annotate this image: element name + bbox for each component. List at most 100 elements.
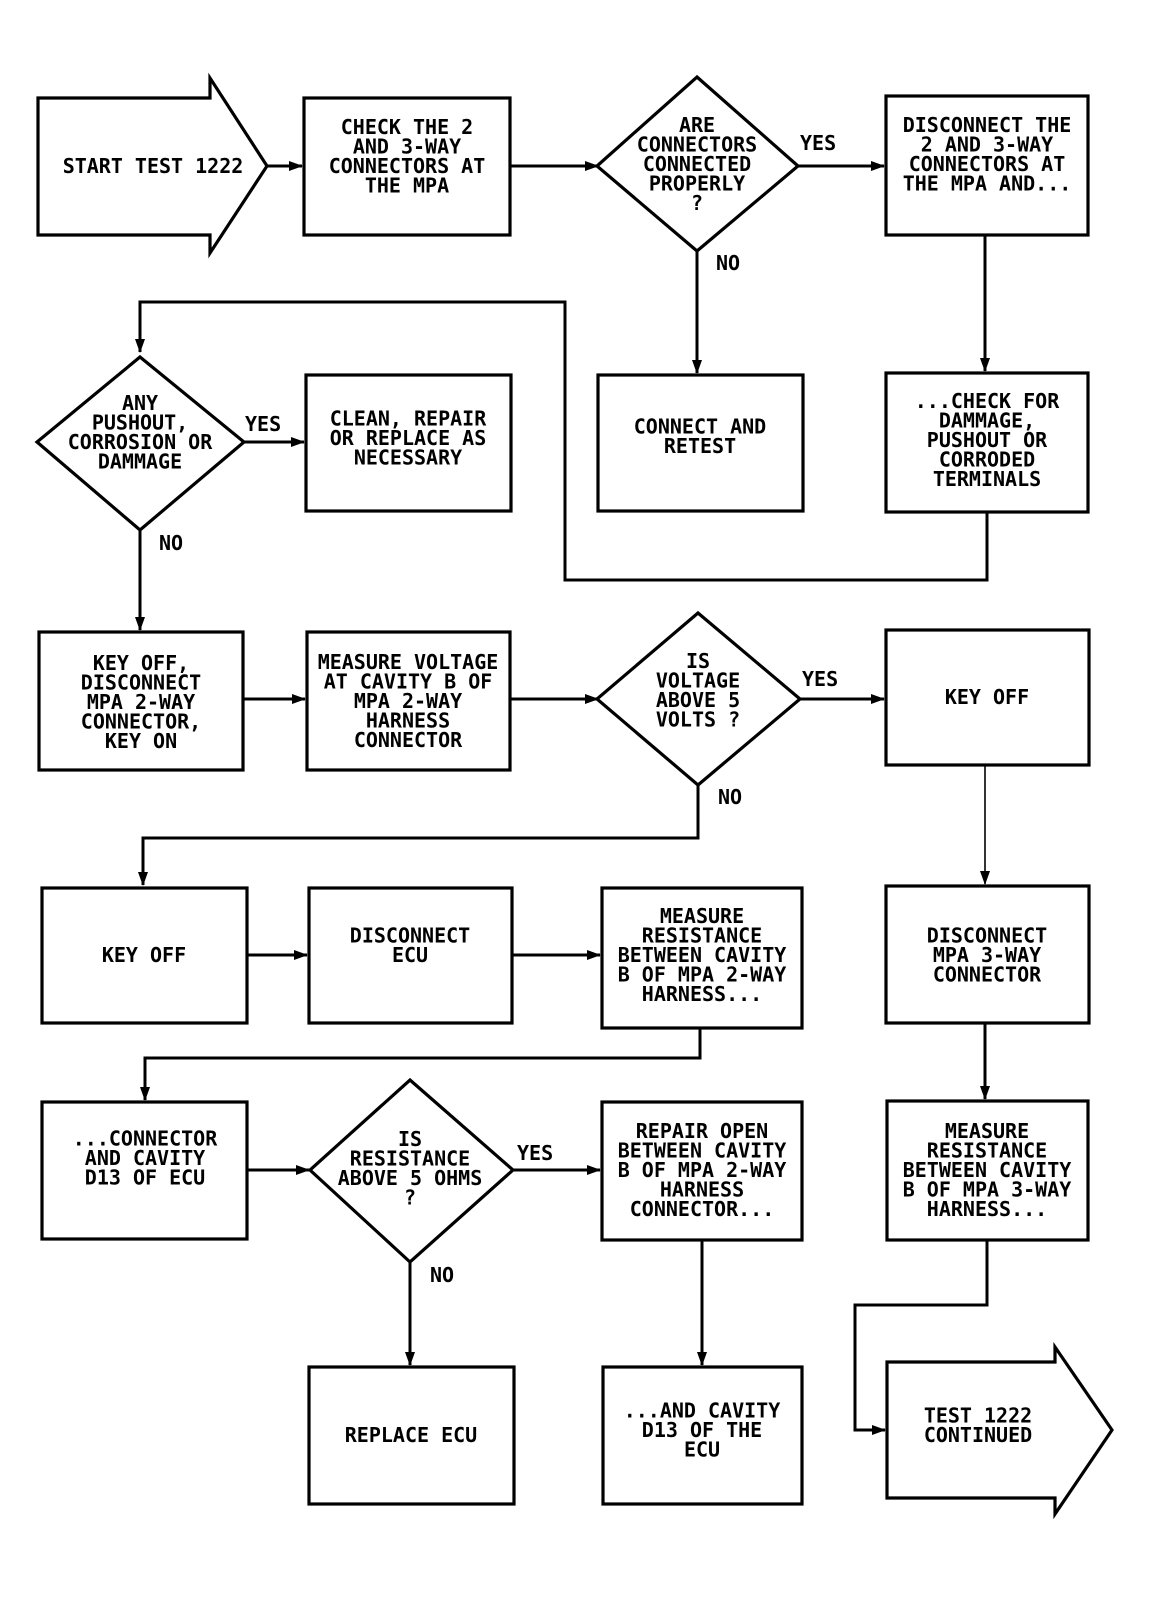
label-damage-no: NO (159, 531, 183, 555)
label-line: CHECK THE 2 (341, 115, 473, 139)
label-line: MEASURE VOLTAGE (318, 650, 499, 674)
label-line: ...CONNECTOR (73, 1127, 218, 1151)
box-disconnect-ecu (307, 886, 514, 1025)
label-line: VOLTAGE (656, 668, 740, 692)
label-line: ECU (392, 943, 428, 967)
label-line: ...AND CAVITY (624, 1399, 781, 1423)
label-line: START TEST 1222 (63, 154, 244, 178)
label-line: OR REPLACE AS (330, 426, 487, 450)
label-line: MPA 2-WAY (354, 689, 462, 713)
label-line: CORRODED (939, 448, 1035, 472)
start-terminator (36, 72, 269, 259)
label-line: CONNECTORS AT (329, 154, 486, 178)
label-line: IS (686, 649, 710, 673)
label-line: PROPERLY (649, 172, 745, 196)
label-line: REPLACE ECU (345, 1423, 477, 1447)
label-line: CONNECTORS (637, 133, 757, 157)
label-line: ECU (684, 1438, 720, 1462)
label-line: DAMMAGE, (939, 409, 1035, 433)
box-key-off-right (884, 628, 1091, 767)
label-voltage-yes: YES (802, 667, 838, 691)
start-label: START TEST 1222 (63, 154, 244, 178)
label-line: KEY ON (105, 729, 177, 753)
label-resistance-yes: YES (517, 1141, 553, 1165)
label-line: THE MPA AND... (903, 171, 1072, 195)
label-line: MPA 3-WAY (933, 943, 1041, 967)
label-line: RESISTANCE (350, 1146, 470, 1170)
diamond-q-connected (594, 74, 801, 254)
label-line: DISCONNECT (927, 924, 1047, 948)
label-line: KEY OFF, (93, 651, 189, 675)
label-line: ANY (122, 391, 158, 415)
box-connect-retest (596, 373, 805, 513)
label-line: TEST 1222 (924, 1403, 1032, 1427)
label-line: HARNESS... (927, 1197, 1047, 1221)
label-line: PUSHOUT, (92, 410, 188, 434)
label-line: HARNESS (366, 709, 450, 733)
label-line: VOLTS ? (656, 707, 740, 731)
box-disconnect-connectors (884, 94, 1090, 237)
label-line: MEASURE (660, 904, 744, 928)
label-line: B OF MPA 2-WAY (618, 1158, 787, 1182)
label-line: NECESSARY (354, 446, 462, 470)
label-line: DISCONNECT THE (903, 113, 1072, 137)
label-line: 2 AND 3-WAY (921, 132, 1053, 156)
loop-check-damage-to-q-damage (135, 300, 989, 582)
label-line: RESISTANCE (642, 924, 762, 948)
box-key-off-disconnect (37, 630, 245, 772)
label-line: D13 OF ECU (85, 1166, 205, 1190)
label-line: D13 OF THE (642, 1418, 762, 1442)
label-line: PUSHOUT OR (927, 428, 1048, 452)
box-measure-resistance-2way (600, 886, 804, 1030)
label-line: ...CHECK FOR (915, 389, 1060, 413)
label-line: DISCONNECT (81, 671, 201, 695)
label-line: CONNECTOR, (81, 710, 201, 734)
label-line: MEASURE (945, 1119, 1029, 1143)
label-line: THE MPA (365, 173, 449, 197)
arrow-measure-resistance-to-connector-d13 (140, 1028, 702, 1101)
diamond-q-damage (34, 354, 247, 533)
key-off-right-label: KEY OFF (945, 685, 1029, 709)
box-connector-d13 (40, 1100, 249, 1241)
box-key-off-left (40, 886, 249, 1025)
diamond-q-resistance (307, 1077, 516, 1265)
label-line: RESISTANCE (927, 1139, 1047, 1163)
label-line: KEY OFF (945, 685, 1029, 709)
label-line: AND 3-WAY (353, 134, 461, 158)
label-line: HARNESS... (642, 982, 762, 1006)
label-line: CONTINUED (924, 1423, 1032, 1447)
label-line: B OF MPA 3-WAY (903, 1178, 1072, 1202)
key-off-left-label: KEY OFF (102, 943, 186, 967)
label-voltage-no: NO (718, 785, 742, 809)
label-line: CORROSION OR (68, 430, 213, 454)
box-measure-resistance-3way (885, 1099, 1090, 1242)
label-line: CLEAN, REPAIR (330, 407, 487, 431)
label-line: CONNECTOR (933, 963, 1042, 987)
label-line: AND CAVITY (85, 1146, 205, 1170)
end-terminator (885, 1341, 1114, 1520)
box-check-connectors (302, 96, 512, 237)
label-line: KEY OFF (102, 943, 186, 967)
label-line: BETWEEN CAVITY (903, 1158, 1072, 1182)
label-line: CONNECTORS AT (909, 152, 1066, 176)
box-check-damage (884, 371, 1090, 514)
label-line: REPAIR OPEN (636, 1119, 768, 1143)
label-line: BETWEEN CAVITY (618, 943, 787, 967)
label-line: ? (691, 191, 703, 215)
box-clean-repair (304, 373, 513, 513)
